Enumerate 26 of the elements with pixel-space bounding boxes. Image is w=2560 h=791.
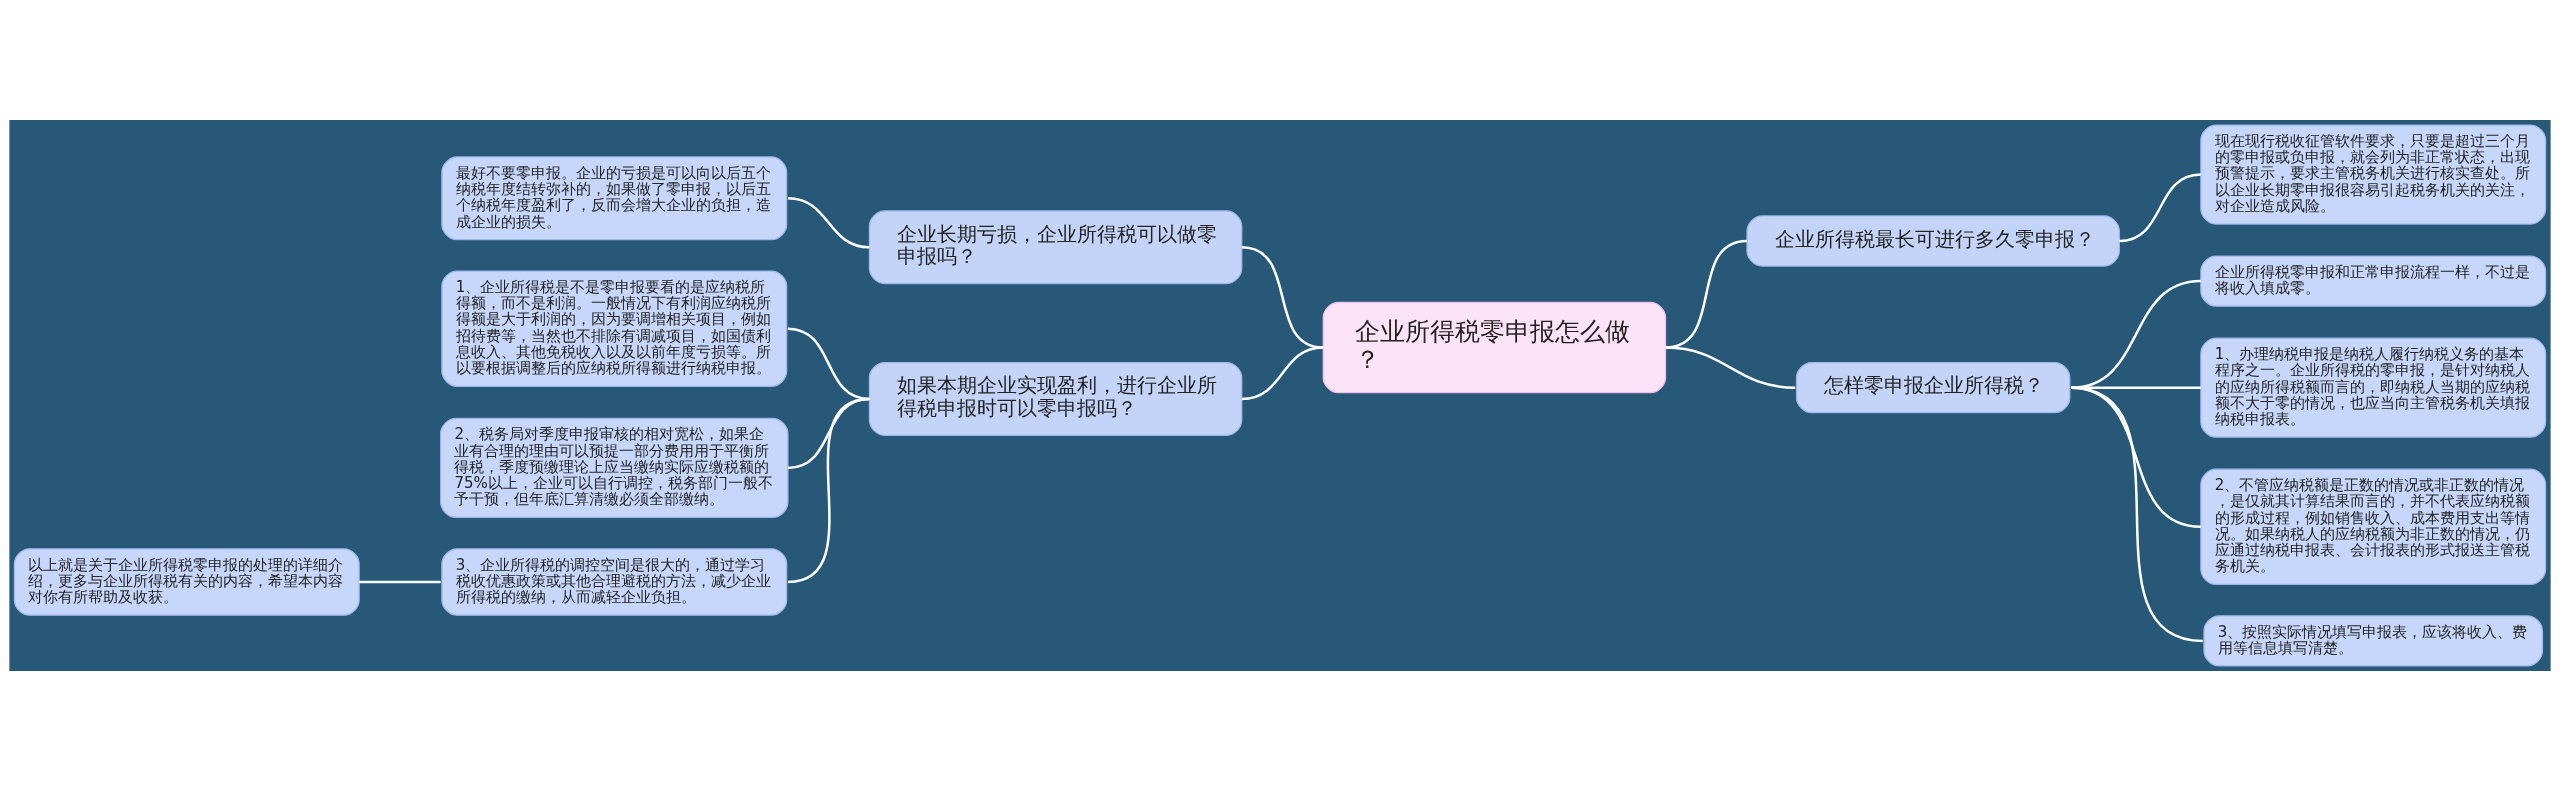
connector (787, 397, 870, 584)
connector (2119, 173, 2201, 243)
node-box: 以上就是关于企业所得税零申报的处理的详细介绍，更多与企业所得税有关的内容，希望本内容对你有所帮助及收获。 (13, 548, 360, 616)
connector (1665, 346, 1796, 389)
node-box: 现在现行税收征管软件要求，只要是超过三个月的零申报或负申报，就会列为非正常状态，出现预警提示，要求主管税务机关进行核实查处。所以企业长期零申报很容易引起税务机关的关注，对企业造成风险。 (2200, 124, 2547, 225)
connector (359, 580, 441, 584)
node-box: 企业所得税零申报怎么做？ (1322, 301, 1667, 394)
node-box: 最好不要零申报。企业的亏损是可以向以后五个纳税年度结转弥补的，如果做了零申报，以后五个纳税年度盈利了，反而会增大企业的负担，造成企业的损失。 (441, 156, 788, 241)
node-box: 3、按照实际情况填写申报表，应该将收入、费用等信息填写清楚。 (2203, 615, 2544, 667)
node-box: 3、企业所得税的调控空间是很大的，通过学习税收优惠政策或其他合理避税的方法，减少企业所得税的缴纳，从而减轻企业负担。 (441, 548, 788, 616)
node-box: 1、企业所得税是不是零申报要看的是应纳税所得额，而不是利润。一般情况下有利润应纳税所得额是大于利润的，因为要调增相关项目，例如招待费等，当然也不排除有调减项目，如国债利息收入、其他免税收入以及以前年度亏损等。所以要根据调整后的应纳税所得额进行纳税申报。 (441, 270, 788, 388)
node-box: 2、税务局对季度申报审核的相对宽松，如果企业有合理的理由可以预提一部分费用用于平衡所得税，季度预缴理论上应当缴纳实际应缴税额的75%以上，企业可以自行调控，税务部门一般不予干预，但年底汇算清缴必须全部缴纳。 (440, 417, 789, 519)
node-box: 怎样零申报企业所得税？ (1795, 361, 2071, 414)
connector (2071, 386, 2201, 389)
node-box: 2、不管应纳税额是正数的情况或非正数的情况，是仅就其计算结果而言的，并不代表应纳税额的形成过程，例如销售收入、成本费用支出等情况。如果纳税人的应纳税额为非正数的情况，仍应通过纳税申报表、会计报表的形式报送主管税务机关。 (2200, 468, 2547, 586)
connector (787, 327, 870, 401)
connector (2070, 279, 2201, 389)
connector (1241, 346, 1324, 401)
node-box: 企业所得税零申报和正常申报流程一样，不过是将收入填成零。 (2200, 255, 2547, 307)
node-box: 企业长期亏损，企业所得税可以做零申报吗？ (868, 210, 1243, 285)
connector (2070, 386, 2203, 643)
connector (2070, 386, 2202, 529)
connector (787, 197, 870, 249)
node-box: 如果本期企业实现盈利，进行企业所得税申报时可以零申报吗？ (868, 361, 1243, 436)
node-box: 1、办理纳税申报是纳税人履行纳税义务的基本程序之一。企业所得税的零申报，是针对纳税人的应纳所得税额而言的，即纳税人当期的应纳税额不大于零的情况，也应当向主管税务机关填报纳税申报表。 (2200, 337, 2547, 438)
node-box: 企业所得税最长可进行多久零申报？ (1746, 215, 2120, 267)
